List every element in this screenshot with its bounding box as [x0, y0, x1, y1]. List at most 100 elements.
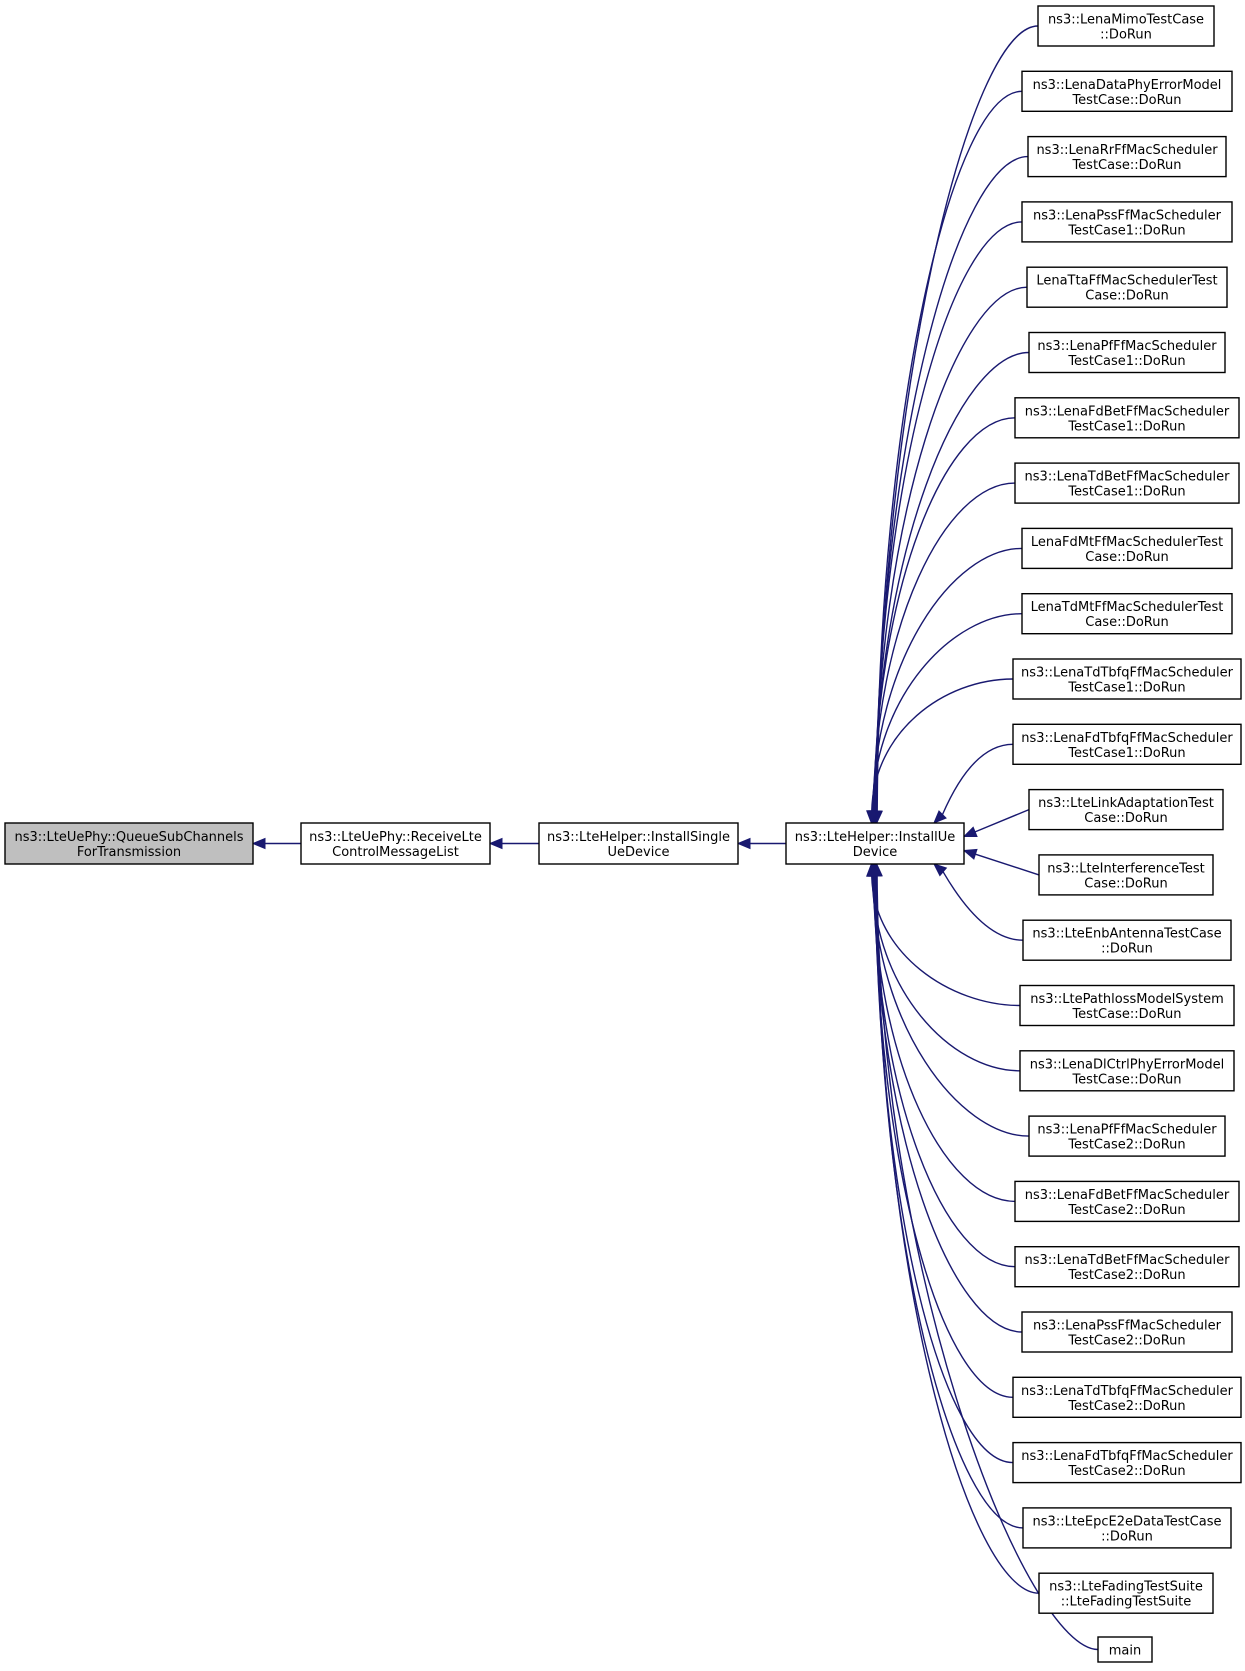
- caller-node-c21[interactable]: ns3::LenaPssFfMacSchedulerTestCase2::DoR…: [1021, 1311, 1233, 1353]
- call-edge: [867, 862, 1016, 1203]
- caller-node-c07[interactable]: ns3::LenaFdBetFfMacSchedulerTestCase1::D…: [1014, 397, 1240, 439]
- node-label-line: ControlMessageList: [332, 845, 459, 860]
- caller-node-c16[interactable]: ns3::LtePathlossModelSystemTestCase::DoR…: [1019, 984, 1235, 1027]
- node-box: [1038, 854, 1214, 896]
- caller-node-c22[interactable]: ns3::LenaTdTbfqFfMacSchedulerTestCase2::…: [1012, 1376, 1242, 1419]
- node-label-line: ns3::LteInterferenceTest: [1047, 861, 1205, 876]
- node-label-line: ns3::LenaTdTbfqFfMacScheduler: [1021, 666, 1234, 681]
- arrowhead: [933, 810, 947, 824]
- node-box: [1038, 1572, 1214, 1614]
- edge-line: [941, 743, 1014, 815]
- node-box: [1028, 1115, 1226, 1157]
- edge-line: [875, 875, 1040, 1594]
- call-edge: [868, 351, 1030, 825]
- caller-node-c23[interactable]: ns3::LenaFdTbfqFfMacSchedulerTestCase2::…: [1012, 1441, 1242, 1484]
- node-label-line: ns3::LenaDlCtrlPhyErrorModel: [1030, 1057, 1225, 1072]
- node-box: [300, 822, 491, 865]
- node-label-line: TestCase1::DoRun: [1067, 223, 1185, 238]
- node-label-line: ns3::LtePathlossModelSystem: [1030, 992, 1224, 1007]
- call-edge: [962, 808, 1030, 838]
- node-label-line: TestCase::DoRun: [1071, 1007, 1181, 1022]
- node-box: [1021, 527, 1233, 570]
- edge-line: [871, 678, 1014, 812]
- node-box: [1019, 1050, 1235, 1092]
- call-edge: [736, 837, 786, 850]
- edge-line: [873, 351, 1030, 812]
- node-label-line: ::LteFadingTestSuite: [1061, 1595, 1192, 1610]
- call-edge: [866, 678, 1014, 825]
- node-label-line: TestCase2::DoRun: [1067, 1203, 1185, 1218]
- arrowhead: [251, 837, 266, 850]
- node-label-line: ns3::LenaTdBetFfMacScheduler: [1025, 1253, 1231, 1268]
- node-label-line: ns3::LenaPssFfMacScheduler: [1033, 208, 1222, 223]
- node-label-line: TestCase2::DoRun: [1067, 1138, 1185, 1153]
- node-label-line: ns3::LteLinkAdaptationTest: [1038, 796, 1214, 811]
- node-label-line: ns3::LenaPfFfMacScheduler: [1037, 1123, 1217, 1138]
- node-label-line: ns3::LenaPfFfMacScheduler: [1037, 339, 1217, 354]
- call-edge: [962, 848, 1040, 876]
- caller-node-c18[interactable]: ns3::LenaPfFfMacSchedulerTestCase2::DoRu…: [1028, 1115, 1226, 1157]
- node-label-line: Case::DoRun: [1084, 811, 1167, 826]
- call-edge: [868, 862, 1016, 1268]
- caller-node-c26[interactable]: main: [1097, 1636, 1153, 1663]
- caller-node-c08[interactable]: ns3::LenaTdBetFfMacSchedulerTestCase1::D…: [1014, 462, 1240, 504]
- caller-node-c06[interactable]: ns3::LenaPfFfMacSchedulerTestCase1::DoRu…: [1028, 331, 1226, 374]
- caller-node-c25[interactable]: ns3::LteFadingTestSuite::LteFadingTestSu…: [1038, 1572, 1214, 1614]
- node-label-line: LenaFdMtFfMacSchedulerTest: [1031, 535, 1223, 550]
- caller-node-c19[interactable]: ns3::LenaFdBetFfMacSchedulerTestCase2::D…: [1014, 1180, 1240, 1223]
- node-label-line: TestCase2::DoRun: [1067, 1334, 1185, 1349]
- edges-layer: [251, 25, 1099, 1651]
- caller-node-c01[interactable]: ns3::LenaMimoTestCase::DoRun: [1037, 5, 1215, 47]
- caller-node-c17[interactable]: ns3::LenaDlCtrlPhyErrorModelTestCase::Do…: [1019, 1050, 1235, 1092]
- nodes-layer: ns3::LteUePhy::QueueSubChannelsForTransm…: [4, 5, 1242, 1663]
- node-label-line: UeDevice: [608, 845, 670, 860]
- caller-node-receive[interactable]: ns3::LteUePhy::ReceiveLteControlMessageL…: [300, 822, 491, 865]
- call-edge: [871, 25, 1039, 825]
- caller-node-c24[interactable]: ns3::LteEpcE2eDataTestCase::DoRun: [1022, 1507, 1232, 1549]
- node-box: [1021, 593, 1233, 635]
- arrowhead: [866, 810, 878, 825]
- node-label-line: ::DoRun: [1101, 1529, 1153, 1544]
- node-label-line: TestCase::DoRun: [1071, 158, 1181, 173]
- node-label-line: ns3::LenaPssFfMacScheduler: [1033, 1319, 1222, 1334]
- node-label-line: ns3::LteFadingTestSuite: [1049, 1580, 1203, 1595]
- node-label-line: TestCase1::DoRun: [1067, 485, 1185, 500]
- edge-line: [873, 875, 1016, 1268]
- node-label-line: TestCase2::DoRun: [1067, 1399, 1185, 1414]
- node-label-line: Case::DoRun: [1084, 876, 1167, 891]
- edge-line: [876, 875, 1099, 1651]
- node-label-line: TestCase1::DoRun: [1067, 354, 1185, 369]
- edge-line: [974, 808, 1030, 833]
- edge-line: [873, 417, 1016, 812]
- caller-node-c12[interactable]: ns3::LenaFdTbfqFfMacSchedulerTestCase1::…: [1012, 723, 1242, 765]
- arrowhead: [962, 848, 978, 860]
- node-label-line: ::DoRun: [1100, 28, 1152, 43]
- edge-line: [871, 613, 1023, 812]
- caller-node-c15[interactable]: ns3::LteEnbAntennaTestCase::DoRun: [1022, 919, 1232, 961]
- arrowhead: [871, 862, 883, 877]
- caller-node-c02[interactable]: ns3::LenaDataPhyErrorModelTestCase::DoRu…: [1021, 70, 1233, 113]
- node-label-line: Case::DoRun: [1085, 550, 1168, 565]
- call-edge: [251, 837, 301, 850]
- caller-node-c04[interactable]: ns3::LenaPssFfMacSchedulerTestCase1::DoR…: [1021, 201, 1233, 243]
- edge-line: [874, 875, 1014, 1464]
- edge-line: [872, 482, 1016, 812]
- node-label-line: TestCase1::DoRun: [1067, 746, 1185, 761]
- node-label-line: ns3::LteUePhy::QueueSubChannels: [14, 830, 243, 845]
- node-label-line: ns3::LenaFdTbfqFfMacScheduler: [1021, 731, 1233, 746]
- call-edge: [867, 547, 1023, 825]
- node-label-line: ns3::LenaTdTbfqFfMacScheduler: [1021, 1384, 1234, 1399]
- node-label-line: Device: [853, 845, 897, 860]
- node-label-line: TestCase::DoRun: [1071, 1072, 1181, 1087]
- caller-node-c11[interactable]: ns3::LenaTdTbfqFfMacSchedulerTestCase1::…: [1012, 658, 1242, 700]
- caller-node-c20[interactable]: ns3::LenaTdBetFfMacSchedulerTestCase2::D…: [1014, 1245, 1240, 1288]
- node-box: [1014, 397, 1240, 439]
